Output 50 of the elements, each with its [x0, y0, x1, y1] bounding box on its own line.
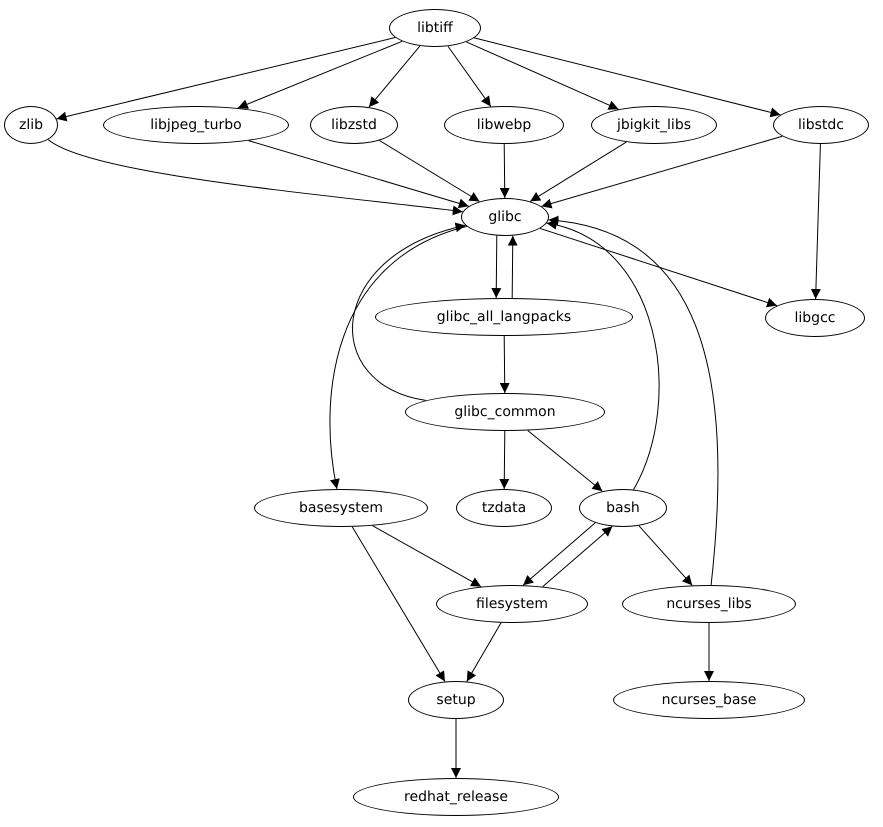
package-node: bash [579, 489, 667, 527]
dependency-arrow [352, 223, 466, 401]
dependency-arrow [500, 336, 510, 394]
dependency-arrow [368, 45, 420, 108]
dependency-arrow [447, 46, 492, 107]
package-node: setup [408, 681, 504, 719]
package-node: zlib [4, 106, 58, 144]
dependency-arrow [474, 37, 781, 118]
dependency-arrow [540, 136, 783, 208]
dependency-arrow [704, 622, 714, 682]
package-node: tzdata [456, 489, 552, 527]
package-node: libwebp [444, 106, 564, 144]
dependency-arrow [499, 430, 510, 490]
package-node: redhat_release [353, 778, 559, 816]
package-node: glibc [461, 198, 549, 236]
dependency-arrow [491, 235, 502, 299]
package-node: basesystem [254, 489, 428, 527]
dependency-arrow [237, 40, 403, 109]
package-node: ncurses_base [613, 681, 805, 719]
package-node: ncurses_libs [622, 585, 796, 623]
dependency-arrow [352, 526, 446, 682]
dependency-arrow [638, 525, 693, 586]
package-node: libzstd [310, 106, 398, 144]
dependency-arrow [56, 37, 396, 122]
dependency-arrow [508, 235, 518, 299]
package-node: libstdc [773, 106, 869, 144]
dependency-arrow [248, 140, 470, 208]
dependency-arrow [466, 622, 502, 682]
package-node: libjpeg_turbo [103, 106, 289, 144]
dependency-arrow [372, 525, 482, 588]
package-node: filesystem [436, 585, 588, 623]
dependency-arrow [540, 228, 778, 308]
dependency-arrow [542, 526, 613, 588]
package-node: libgcc [765, 299, 865, 337]
package-node: glibc_common [405, 393, 605, 431]
dependency-arrow [810, 144, 821, 300]
dependency-arrow [530, 142, 627, 202]
dependency-arrow [48, 139, 464, 216]
package-node: libtiff [389, 9, 481, 47]
dependency-arrow [466, 41, 620, 110]
package-node: glibc_all_langpacks [375, 298, 633, 336]
dependency-arrow [546, 220, 660, 490]
dependency-arrow [378, 140, 480, 202]
dependency-arrow [500, 144, 510, 198]
package-node: jbigkit_libs [591, 106, 717, 144]
dependency-arrow [548, 216, 718, 586]
dependency-arrow [451, 718, 461, 778]
dependency-arrow [330, 226, 468, 490]
dependency-arrow [522, 522, 596, 586]
dependency-arrow [527, 430, 603, 492]
